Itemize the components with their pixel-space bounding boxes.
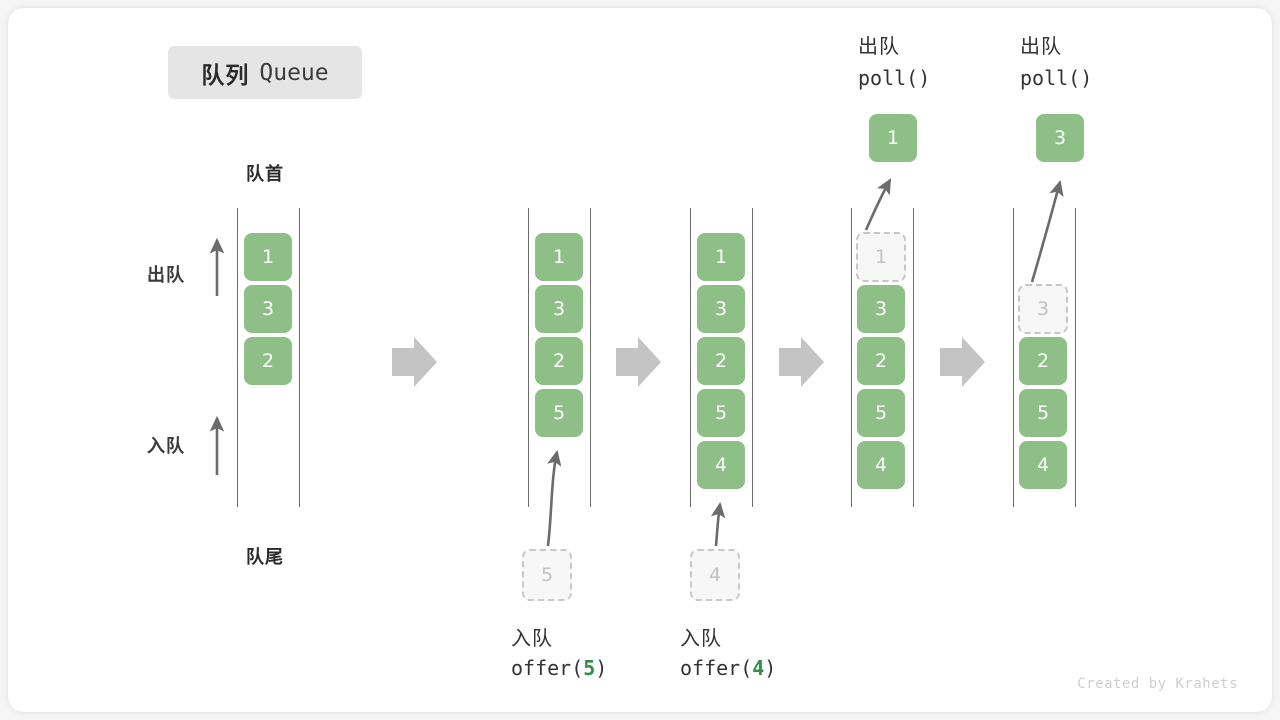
rail-left-col5 — [1013, 208, 1014, 507]
queue-cell-removed: 1 — [856, 232, 906, 282]
queue-cell: 3 — [697, 285, 745, 333]
queue-cell-new: 5 — [535, 389, 583, 437]
code-arg: 5 — [583, 656, 596, 680]
rail-right-col2 — [590, 208, 591, 507]
title-cn: 队列 — [201, 61, 250, 88]
rail-left-col1 — [237, 208, 238, 507]
queue-cell: 5 — [1019, 389, 1067, 437]
queue-cell: 5 — [857, 389, 905, 437]
queue-cell: 2 — [535, 337, 583, 385]
caption-code-offer-5: offer(5) — [511, 656, 607, 680]
watermark: Created by Krahets — [1077, 676, 1238, 692]
code-prefix: offer( — [511, 656, 584, 680]
rail-left-col4 — [851, 208, 852, 507]
rail-right-col4 — [913, 208, 914, 507]
label-front: 队首 — [246, 164, 284, 184]
queue-cell-removed: 3 — [1018, 284, 1068, 334]
queue-cell: 3 — [244, 285, 292, 333]
title-en: Queue — [259, 59, 329, 86]
queue-cell: 5 — [697, 389, 745, 437]
rail-left-col2 — [528, 208, 529, 507]
queue-cell: 2 — [697, 337, 745, 385]
caption-code-poll-3: poll() — [1020, 66, 1093, 90]
code-prefix: offer( — [680, 656, 753, 680]
caption-cn-offer-5: 入队 — [511, 628, 553, 650]
title-badge: 队列 Queue — [168, 46, 362, 99]
code-suffix: ) — [764, 656, 777, 680]
rail-right-col3 — [752, 208, 753, 507]
queue-cell: 3 — [857, 285, 905, 333]
caption-code-poll-1: poll() — [858, 66, 931, 90]
outgoing-value-box: 3 — [1036, 114, 1084, 162]
label-dequeue-side: 出队 — [147, 265, 185, 285]
queue-cell: 3 — [535, 285, 583, 333]
queue-cell: 4 — [857, 441, 905, 489]
queue-cell: 1 — [697, 233, 745, 281]
code-arg: 4 — [752, 656, 765, 680]
queue-cell: 1 — [535, 233, 583, 281]
caption-code-offer-4: offer(4) — [680, 656, 776, 680]
queue-cell: 2 — [857, 337, 905, 385]
rail-left-col3 — [690, 208, 691, 507]
queue-cell-new: 4 — [697, 441, 745, 489]
label-enqueue-side: 入队 — [147, 436, 185, 456]
outgoing-value-box: 1 — [869, 114, 917, 162]
label-rear: 队尾 — [246, 547, 284, 567]
code-suffix: ) — [595, 656, 608, 680]
queue-cell: 1 — [244, 233, 292, 281]
incoming-value-box: 5 — [522, 549, 572, 601]
caption-cn-offer-4: 入队 — [680, 628, 722, 650]
diagram-card — [8, 8, 1272, 712]
rail-right-col1 — [299, 208, 300, 507]
incoming-value-box: 4 — [690, 549, 740, 601]
queue-cell: 2 — [244, 337, 292, 385]
caption-cn-poll-1: 出队 — [858, 36, 900, 58]
caption-cn-poll-3: 出队 — [1020, 36, 1062, 58]
queue-cell: 4 — [1019, 441, 1067, 489]
queue-cell: 2 — [1019, 337, 1067, 385]
rail-right-col5 — [1075, 208, 1076, 507]
